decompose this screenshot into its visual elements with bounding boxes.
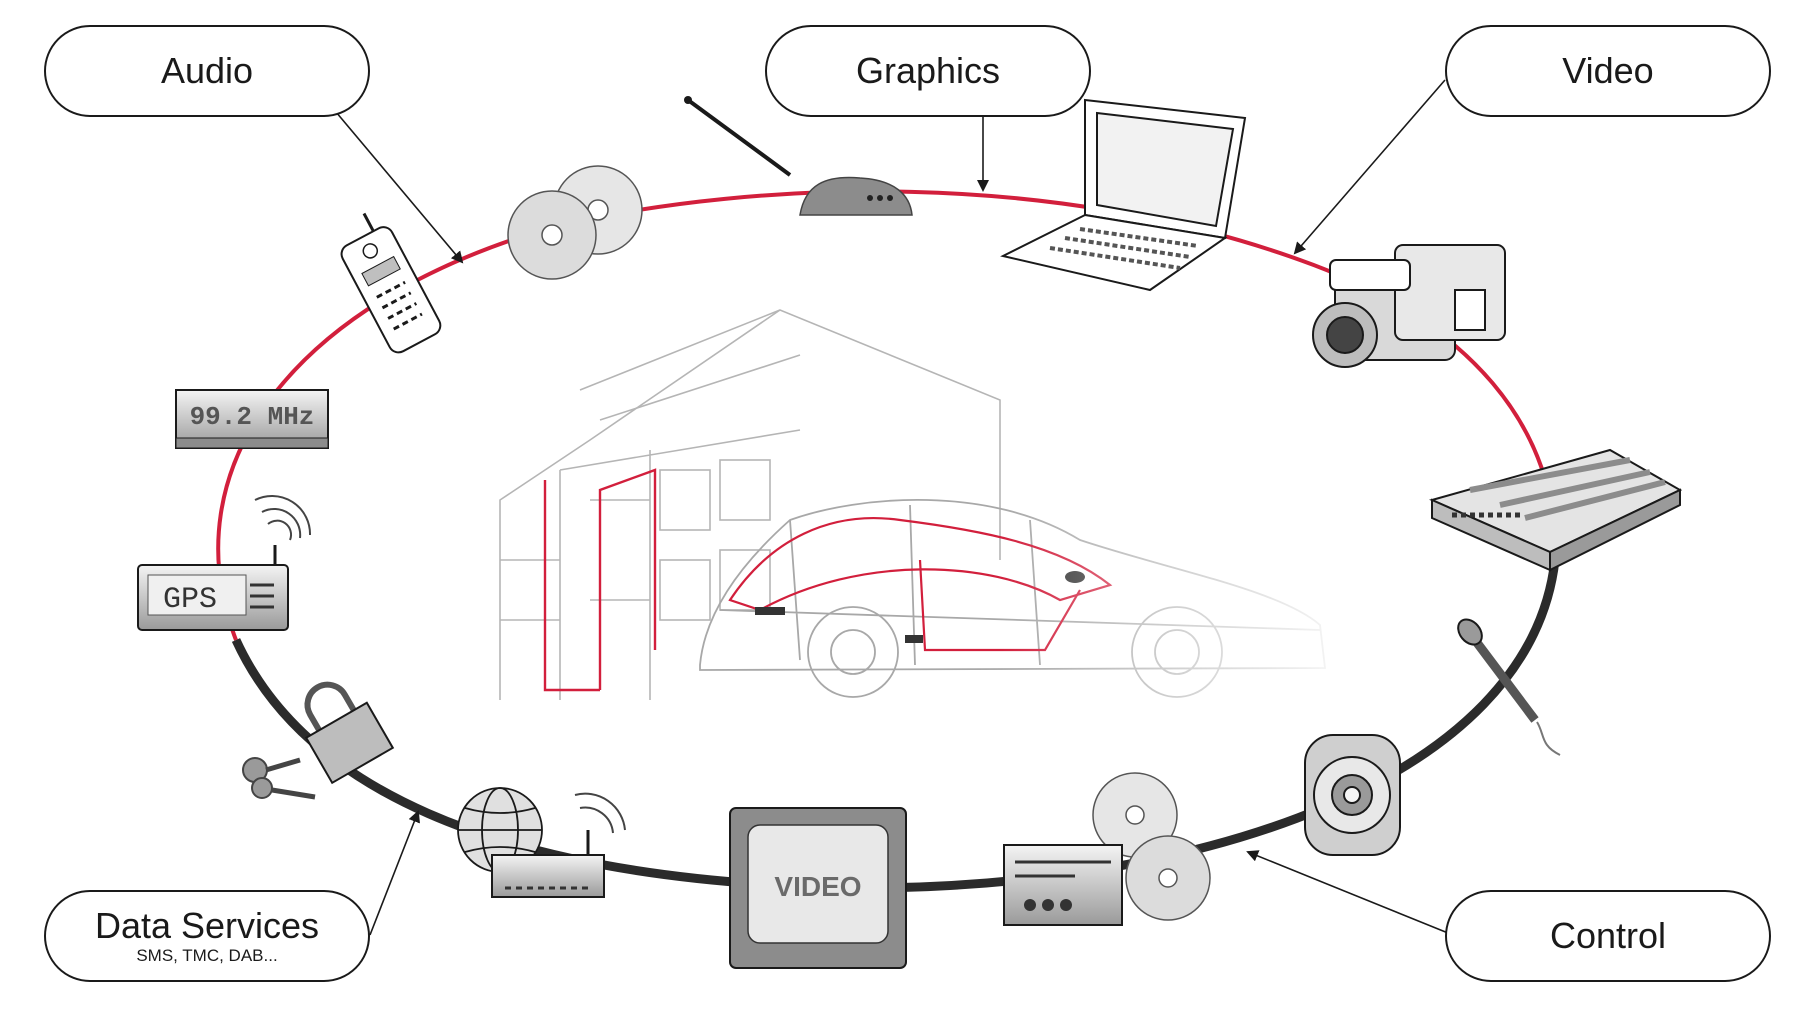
radio-display-text: 99.2 MHz — [190, 402, 315, 432]
camcorder-icon — [1312, 244, 1506, 368]
gps-unit-icon: GPS — [137, 495, 312, 631]
speaker-icon — [1304, 734, 1401, 856]
mobile-phone-icon — [340, 212, 442, 354]
laptop-icon — [1000, 98, 1247, 292]
cd-player-icon — [1003, 772, 1211, 926]
audio-callout: Audio — [44, 25, 370, 117]
wireless-router-icon — [491, 792, 626, 898]
microphone-icon — [1457, 618, 1561, 756]
padlock-icon — [304, 681, 395, 785]
video-callout: Video — [1445, 25, 1771, 117]
radio-tuner-icon: 99.2 MHz — [175, 389, 329, 449]
video-connector — [1293, 79, 1446, 255]
control-connector — [1246, 850, 1449, 934]
gps-display-text: GPS — [163, 583, 217, 617]
ring-red-arc — [216, 189, 1558, 641]
keys-icon — [242, 757, 316, 800]
cd-discs-icon — [507, 165, 643, 280]
data-services-label: Data Services — [94, 905, 320, 946]
data-services-connector — [369, 810, 420, 936]
data-services-callout: Data Services SMS, TMC, DAB... — [44, 890, 370, 982]
graphics-callout: Graphics — [765, 25, 1091, 117]
center-fade — [1000, 380, 1340, 700]
control-callout: Control — [1445, 890, 1771, 982]
control-label: Control — [1549, 915, 1667, 956]
data-services-sublabel: SMS, TMC, DAB... — [136, 946, 278, 965]
video-label: Video — [1562, 50, 1654, 91]
building-illustration — [499, 309, 1001, 700]
video-box-icon: VIDEO — [729, 807, 907, 969]
graphics-label: Graphics — [855, 50, 1001, 91]
set-top-box-icon — [1429, 448, 1683, 572]
video-box-text: VIDEO — [774, 871, 861, 902]
audio-connector — [335, 111, 464, 264]
antenna-icon — [684, 96, 913, 216]
audio-label: Audio — [160, 50, 254, 91]
